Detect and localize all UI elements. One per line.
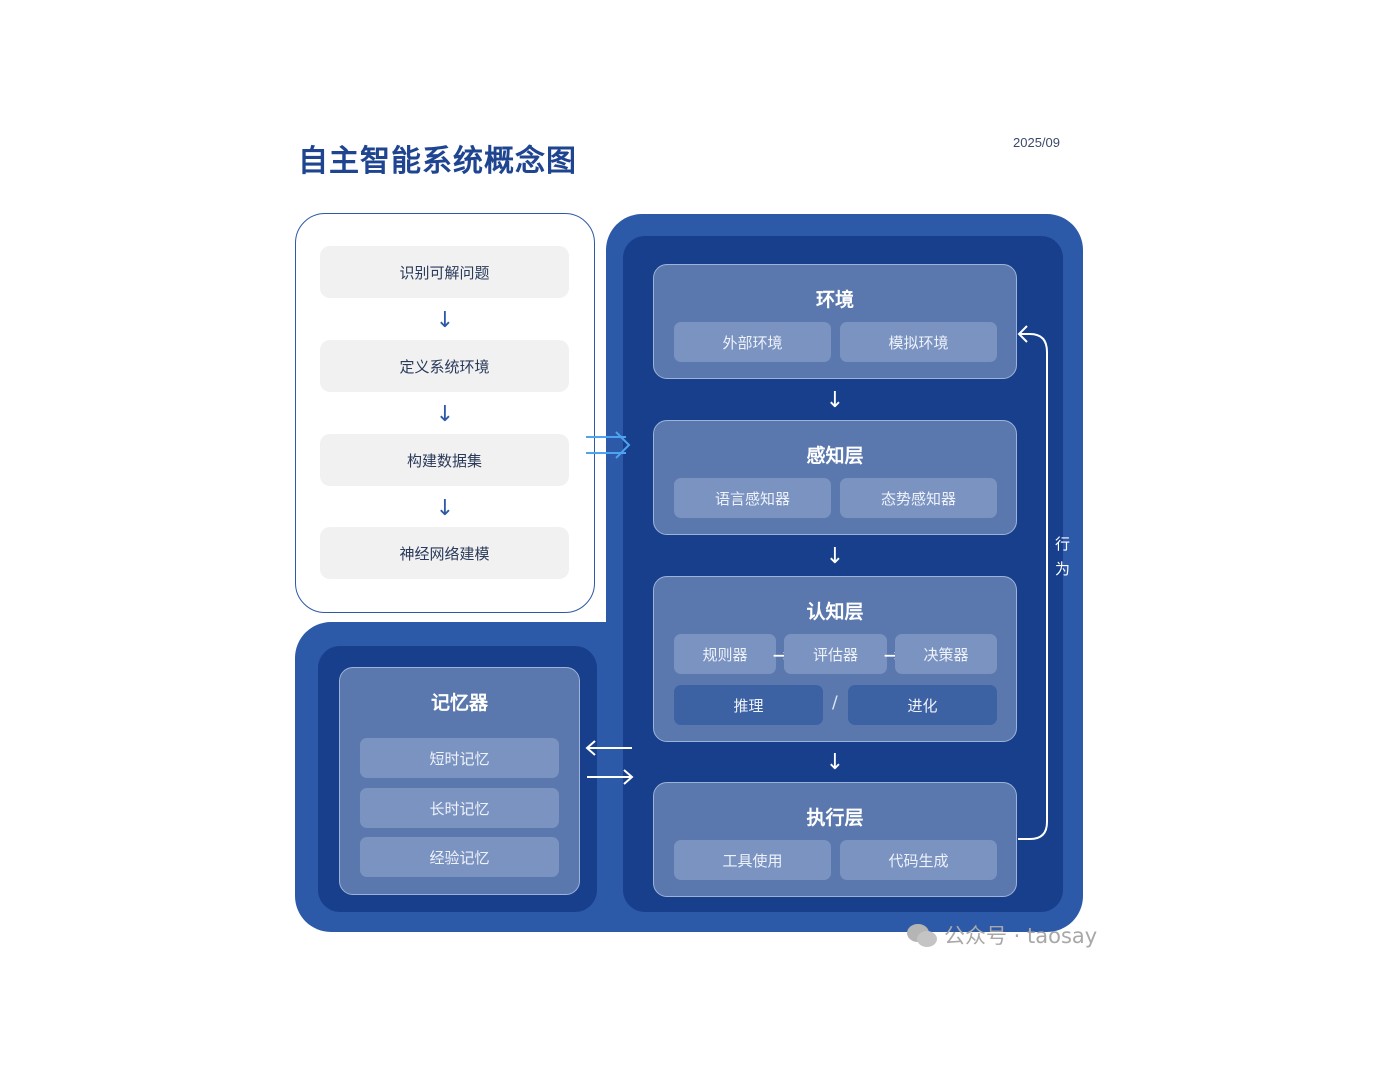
memory-card: 记忆器 短时记忆 长时记忆 经验记忆 <box>339 667 580 895</box>
execution-title: 执行层 <box>806 807 864 829</box>
cognition-title: 认知层 <box>806 601 864 623</box>
execution-layer: 执行层 工具使用 代码生成 <box>653 782 1017 897</box>
behavior-label: 行为 <box>1055 535 1071 578</box>
perception-layer: 感知层 语言感知器 态势感知器 <box>653 420 1017 535</box>
memory-exchange-arrows-icon <box>585 740 634 785</box>
wechat-icon <box>907 924 937 947</box>
long-term-memory-chip: 长时记忆 <box>360 788 559 828</box>
feedback-loop-arrow-icon <box>1017 325 1048 840</box>
tool-use-chip: 工具使用 <box>674 840 831 880</box>
external-env-chip: 外部环境 <box>674 322 831 362</box>
simulated-env-chip: 模拟环境 <box>840 322 997 362</box>
arrow-down-icon: ↓ <box>825 388 845 413</box>
short-term-memory-chip: 短时记忆 <box>360 738 559 778</box>
evolution-chip: 进化 <box>848 685 997 725</box>
experience-memory-chip: 经验记忆 <box>360 837 559 877</box>
situation-sensor-chip: 态势感知器 <box>840 478 997 518</box>
environment-layer: 环境 外部环境 模拟环境 <box>653 264 1017 379</box>
decision-maker-chip: 决策器 <box>895 634 997 674</box>
code-gen-chip: 代码生成 <box>840 840 997 880</box>
pipeline-step-dataset: 构建数据集 <box>320 434 569 486</box>
rule-engine-chip: 规则器 <box>674 634 776 674</box>
mode-separator: / <box>832 693 838 713</box>
evaluator-chip: 评估器 <box>784 634 887 674</box>
arrow-down-icon: ↓ <box>435 308 455 333</box>
date-label: 2025/09 <box>1013 135 1060 150</box>
arrow-down-icon: ↓ <box>435 496 455 521</box>
page-title: 自主智能系统概念图 <box>298 144 577 179</box>
language-sensor-chip: 语言感知器 <box>674 478 831 518</box>
double-arrow-right-icon <box>586 431 631 459</box>
arrow-down-icon: ↓ <box>825 750 845 775</box>
environment-title: 环境 <box>815 289 854 311</box>
pipeline-step-identify: 识别可解问题 <box>320 246 569 298</box>
watermark-text: 公众号 · taosay <box>944 924 1098 948</box>
watermark: 公众号 · taosay <box>906 920 1097 950</box>
arrow-down-icon: ↓ <box>825 544 845 569</box>
memory-title: 记忆器 <box>430 692 488 714</box>
reasoning-chip: 推理 <box>674 685 823 725</box>
perception-title: 感知层 <box>806 445 864 467</box>
cognition-layer: 认知层 规则器 → 评估器 → 决策器 推理 / 进化 <box>653 576 1017 742</box>
pipeline-step-nn-modeling: 神经网络建模 <box>320 527 569 579</box>
pipeline-step-define-env: 定义系统环境 <box>320 340 569 392</box>
arrow-down-icon: ↓ <box>435 402 455 427</box>
